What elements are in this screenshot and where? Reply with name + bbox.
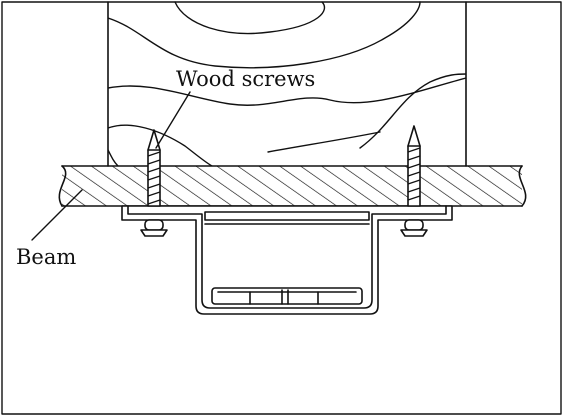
beam-leader (31, 189, 83, 241)
wood-block (107, 1, 467, 167)
beam-label: Beam (16, 245, 76, 269)
left-wood-screw (140, 129, 168, 237)
wood-screws-label: Wood screws (176, 67, 315, 91)
wood-grain (108, 1, 466, 166)
right-wood-screw (400, 125, 428, 237)
wood-screws-leader (155, 91, 191, 149)
beam (58, 165, 527, 207)
rail-bracket (121, 205, 453, 315)
rail-slot (211, 287, 363, 305)
